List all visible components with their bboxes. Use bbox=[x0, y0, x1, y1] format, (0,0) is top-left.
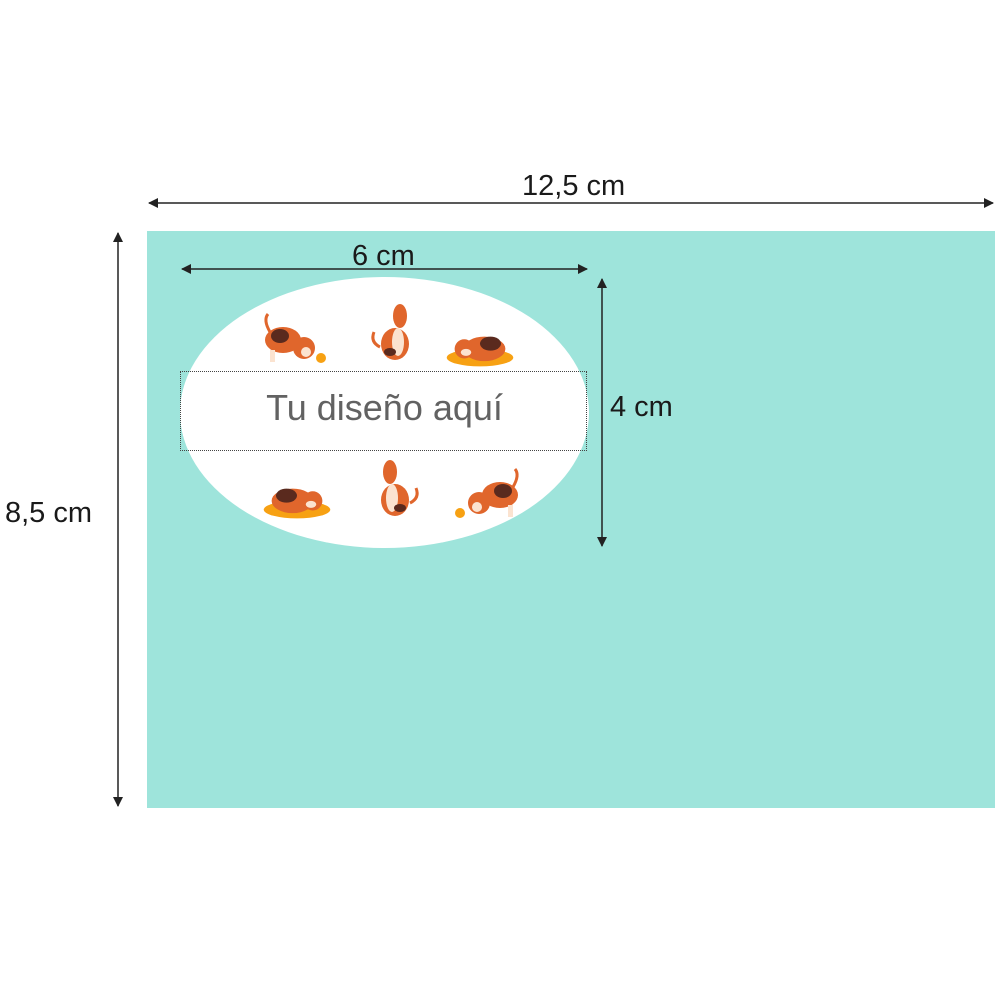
dog-playing-icon bbox=[455, 468, 519, 518]
label-height-text: 4 cm bbox=[610, 391, 673, 423]
dog-sleeping-icon bbox=[446, 336, 514, 367]
sheet-height-label: 8,5 cm bbox=[5, 497, 93, 529]
design-area bbox=[180, 371, 587, 451]
dog-sleeping-icon bbox=[263, 488, 331, 519]
label-width-text: 6 cm bbox=[352, 240, 415, 272]
design-placeholder-text: Tu diseño aquí bbox=[266, 387, 503, 428]
sheet-width-label: 12,5 cm bbox=[522, 170, 626, 202]
dog-howling-icon bbox=[381, 460, 419, 516]
dog-howling-icon bbox=[371, 304, 409, 360]
dog-playing-icon bbox=[264, 313, 326, 363]
